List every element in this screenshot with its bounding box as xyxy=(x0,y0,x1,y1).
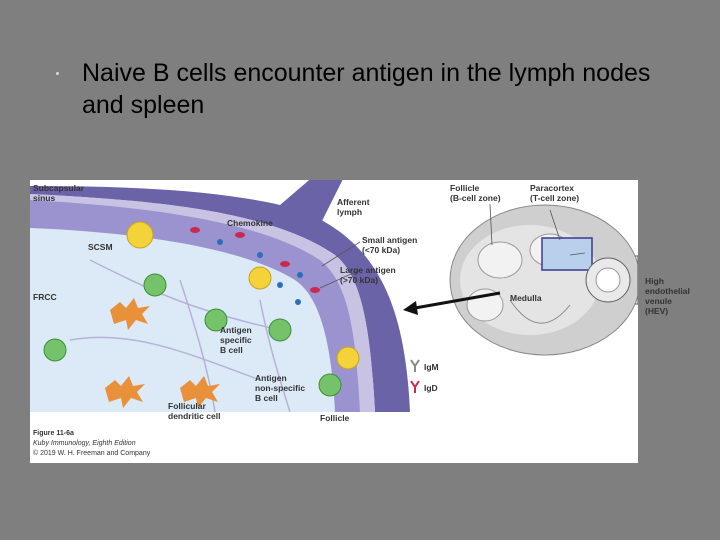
label-afferent-lymph: Afferent lymph xyxy=(337,197,370,217)
label-igm: IgM xyxy=(424,362,439,372)
label-subcapsular-sinus: Subcapsular sinus xyxy=(33,183,85,203)
slide-title: Naive B cells encounter antigen in the l… xyxy=(82,59,651,119)
label-small-antigen: Small antigen (<70 kDa) xyxy=(362,235,418,255)
label-paracortex-t-cell-zone: Paracortex (T-cell zone) xyxy=(530,183,580,203)
label-follicle: Follicle xyxy=(320,413,350,423)
label-antigen-specific-b-cell: Antigen specific B cell xyxy=(220,325,252,355)
lymph-node-figure: Subcapsular sinus SCSM FRCC Chemokine Af… xyxy=(30,180,638,463)
figure-illustration xyxy=(30,180,638,413)
label-follicle-b-cell-zone: Follicle (B-cell zone) xyxy=(450,183,501,203)
label-follicular-dendritic-cell: Follicular dendritic cell xyxy=(168,401,221,421)
figure-caption: Figure 11-6a Kuby Immunology, Eighth Edi… xyxy=(33,429,150,459)
label-scsm: SCSM xyxy=(88,242,113,252)
caption-figure-number: Figure 11-6a xyxy=(33,430,74,437)
scsm-macrophages xyxy=(126,221,360,370)
label-antigen-nonspecific-b-cell: Antigen non-specific B cell xyxy=(255,373,306,403)
label-large-antigen: Large antigen (>70 kDa) xyxy=(340,265,396,285)
caption-book: Kuby Immunology, Eighth Edition xyxy=(33,440,136,447)
capsule xyxy=(30,186,410,412)
label-igd: IgD xyxy=(424,383,438,393)
frc-conduits xyxy=(69,259,291,413)
floor-lining xyxy=(30,200,360,412)
ig-legend-symbols xyxy=(410,359,420,393)
small-antigens xyxy=(147,232,303,305)
bullet-point xyxy=(56,72,59,75)
label-frcc: FRCC xyxy=(33,292,57,302)
follicular-dendritic-cells xyxy=(105,298,220,408)
afferent-lymph-vessel xyxy=(280,180,343,225)
hev-detail xyxy=(585,255,638,305)
caption-copyright: © 2019 W. H. Freeman and Company xyxy=(33,450,151,457)
label-chemokine: Chemokine xyxy=(227,218,273,228)
b-cells xyxy=(43,273,342,397)
lymph-node-cross-section xyxy=(449,204,638,356)
leader-lines xyxy=(319,203,586,289)
label-medulla: Medulla xyxy=(510,293,542,303)
label-hev: High endothelial venule (HEV) xyxy=(645,276,690,316)
zoom-arrow xyxy=(403,291,501,315)
large-antigens xyxy=(190,227,320,293)
